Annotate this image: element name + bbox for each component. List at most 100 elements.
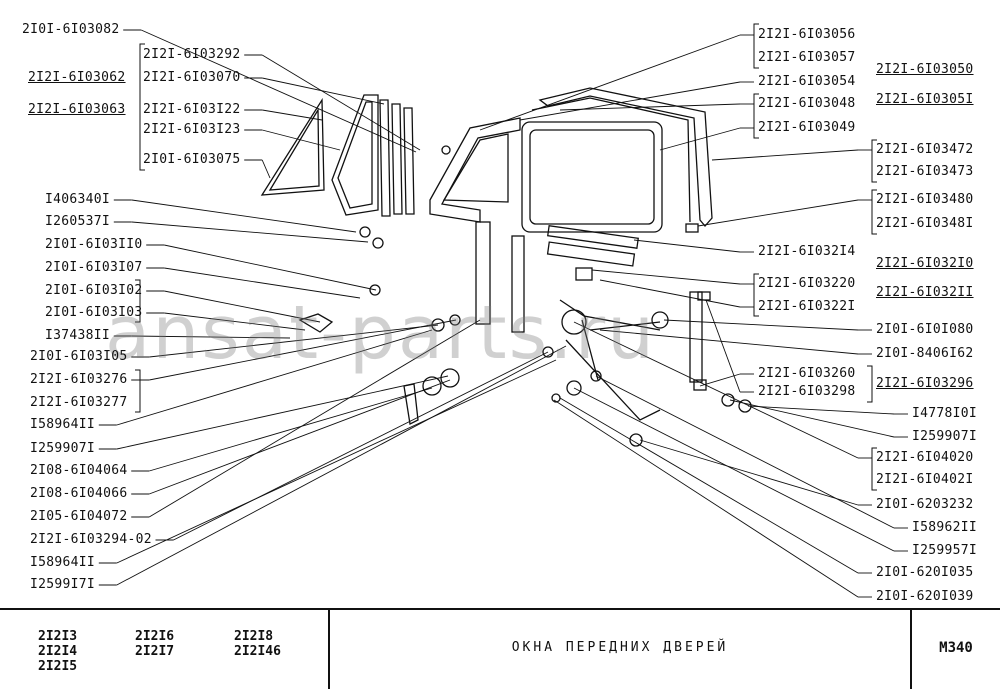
part-number-label: 2I0I-620I039 [876, 589, 974, 604]
title-block: 2I2I3 2I2I4 2I2I5 2I2I6 2I2I7 2I2I8 2I2I… [0, 608, 1000, 689]
lower-channel [547, 225, 639, 249]
leader-line [131, 335, 291, 339]
part-number-label: 2I2I-6I03480 [876, 192, 974, 207]
part-number-label: 2I2I-6I03296 [876, 376, 974, 391]
part-number-label: 2I0I-620I035 [876, 565, 974, 580]
title-block-divider [910, 610, 912, 689]
part-number-label: 2I2I-6I03276 [30, 372, 128, 387]
part-number-label: I37438II [45, 328, 111, 343]
leader-line [519, 81, 741, 121]
leader-line [116, 375, 449, 450]
model-code: 2I2I8 [234, 629, 274, 644]
leader-line [553, 399, 859, 598]
leader-line [699, 373, 741, 387]
sheet-number: М340 [939, 640, 973, 656]
leader-line [479, 34, 741, 131]
part-number-label: I58962II [912, 520, 978, 535]
leader-line [261, 54, 421, 151]
part-number-label: 2I2I-6I03292 [143, 47, 241, 62]
part-number-label: 2I2I-6I03298 [758, 384, 856, 399]
part-number-label: 2I2I-6I03472 [876, 142, 974, 157]
leader-line [729, 399, 895, 438]
guide-rail-right [689, 291, 703, 383]
part-number-label: 2I2I-6I032I4 [758, 244, 856, 259]
label-bracket [871, 189, 877, 235]
glass-run-frame [538, 87, 713, 228]
part-number-label: 2I0I-8406I62 [876, 346, 974, 361]
part-number-label: I58964II [30, 417, 96, 432]
label-bracket [871, 139, 877, 183]
leader-line [591, 269, 741, 285]
leader-line [599, 329, 859, 355]
part-number-label: 2I2I-6I03277 [30, 395, 128, 410]
leader-line [573, 321, 859, 459]
leader-line [261, 159, 271, 179]
part-number-label: I2599I7I [30, 577, 96, 592]
part-number-label: 2I2I-6I03056 [758, 27, 856, 42]
leader-line [149, 387, 433, 472]
label-bracket [753, 273, 759, 317]
leader-line [262, 109, 323, 121]
group-brackets [135, 23, 877, 491]
leader-line [559, 397, 859, 574]
part-number-label: I259907I [912, 429, 978, 444]
leader-line [663, 319, 859, 331]
part-number-label: 2I2I-6I03220 [758, 276, 856, 291]
part-number-label: 2I2I-6I0305I [876, 92, 974, 107]
part-number-label: 2I2I-6I03062 [28, 70, 126, 85]
part-number-label: I260537I [45, 214, 111, 229]
leader-line [116, 359, 557, 564]
part-number-label: 2I0I-6I03082 [22, 22, 120, 37]
part-number-label: 2I2I-6I0322I [758, 299, 856, 314]
guide-rail-mid [511, 235, 525, 333]
leader-line [164, 267, 361, 299]
part-number-label: 2I2I-6I03294-02 [30, 532, 152, 547]
leader-line [164, 312, 306, 331]
model-code: 2I2I5 [38, 659, 78, 674]
model-code: 2I2I7 [135, 644, 175, 659]
leader-line [633, 239, 741, 253]
leader-line [116, 329, 433, 426]
part-number-label: 2I0I-6I03075 [143, 152, 241, 167]
part-number-label: I259957I [912, 543, 978, 558]
part-number-label: 2I0I-6I03I07 [45, 260, 143, 275]
part-number-label: 2I2I-6I032II [876, 285, 974, 300]
part-number-label: 2I2I-6I03054 [758, 74, 856, 89]
vent-seal-strip [379, 99, 415, 217]
guide-rail-left [475, 221, 491, 325]
part-number-label: I259907I [30, 441, 96, 456]
leader-line [595, 375, 895, 529]
leader-line [573, 387, 895, 552]
leader-line [141, 29, 417, 153]
leader-line [149, 379, 451, 495]
part-number-label: 2I05-6I04072 [30, 509, 128, 524]
part-number-label: 2I0I-6I03I03 [45, 305, 143, 320]
door-glass [521, 121, 663, 233]
part-number-label: I58964II [30, 555, 96, 570]
part-number-label: I406340I [45, 192, 111, 207]
leader-line [711, 149, 859, 161]
part-number-label: 2I2I-6I03260 [758, 366, 856, 381]
part-number-label: 2I08-6I04066 [30, 486, 128, 501]
leader-line [697, 199, 859, 227]
part-number-label: 2I2I-6I03050 [876, 62, 974, 77]
part-number-label: 2I2I-6I03049 [758, 120, 856, 135]
label-bracket [753, 23, 759, 69]
leader-line [164, 244, 377, 291]
part-number-label: 2I0I-6203232 [876, 497, 974, 512]
part-number-label: 2I0I-6I03I02 [45, 283, 143, 298]
model-code: 2I2I3 [38, 629, 78, 644]
leader-line [747, 405, 895, 415]
part-number-label: 2I2I-6I04020 [876, 450, 974, 465]
leader-line [149, 324, 439, 358]
part-number-label: 2I2I-6I03057 [758, 50, 856, 65]
leader-line [149, 319, 457, 381]
part-number-label: 2I2I-6I032I0 [876, 256, 974, 271]
vent-window-frame [260, 97, 325, 196]
part-number-label: 2I0I-6I0I080 [876, 322, 974, 337]
part-number-label: 2I2I-6I03I23 [143, 122, 241, 137]
leader-line [164, 290, 321, 323]
leader-line [559, 103, 741, 111]
leader-line [131, 199, 357, 233]
leader-line [659, 127, 741, 151]
